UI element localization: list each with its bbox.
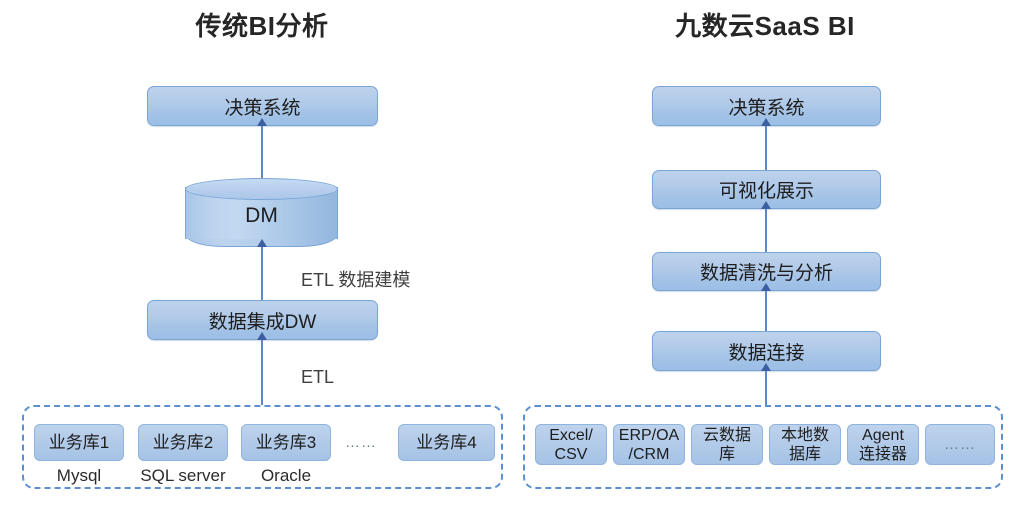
left-source-chip-2: 业务库2 xyxy=(138,424,228,461)
arrow-sources-to-dw xyxy=(257,332,267,406)
edge-label-etl-modeling: ETL 数据建模 xyxy=(301,270,411,290)
right-source-chip-local-db: 本地数 据库 xyxy=(769,424,841,465)
right-step-box-data-connection: 数据连接 xyxy=(652,331,881,371)
left-source-chip-3: 业务库3 xyxy=(241,424,331,461)
edge-label-etl: ETL xyxy=(301,367,335,387)
arrow-clean-to-visual xyxy=(761,201,771,253)
arrow-visual-to-decision xyxy=(761,118,771,171)
left-source-sublabel-2: SQL server xyxy=(140,466,226,485)
left-source-ellipsis: …… xyxy=(345,434,377,451)
right-source-chip-cloud-db: 云数据 库 xyxy=(691,424,763,465)
data-mart-cylinder: DM xyxy=(185,178,338,247)
arrow-dm-to-decision xyxy=(257,118,267,179)
left-source-chip-4: 业务库4 xyxy=(398,424,495,461)
cylinder-label: DM xyxy=(245,204,278,227)
arrow-sources-to-connect xyxy=(761,363,771,406)
left-source-sublabel-1: Mysql xyxy=(56,466,102,485)
right-panel-title: 九数云SaaS BI xyxy=(675,11,855,41)
left-source-sublabel-3: Oracle xyxy=(260,466,312,485)
right-source-chip-ellipsis: …… xyxy=(925,424,995,465)
cylinder-top-ellipse xyxy=(185,178,338,200)
right-source-chip-agent-connector: Agent 连接器 xyxy=(847,424,919,465)
arrow-connect-to-clean xyxy=(761,283,771,332)
right-source-chip-erp-oa-crm: ERP/OA /CRM xyxy=(613,424,685,465)
right-source-chip-excel-csv: Excel/ CSV xyxy=(535,424,607,465)
left-data-integration-box: 数据集成DW xyxy=(147,300,378,340)
left-panel-title: 传统BI分析 xyxy=(195,11,329,41)
left-source-chip-1: 业务库1 xyxy=(34,424,124,461)
arrow-dw-to-dm xyxy=(257,239,267,301)
